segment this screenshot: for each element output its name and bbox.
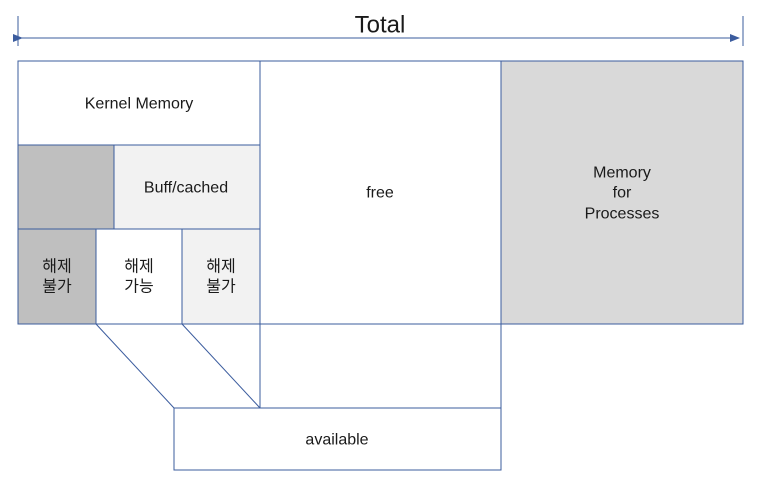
non-reclaimable-2-line2: 불가 — [206, 278, 236, 296]
buff-cached-box — [113, 144, 261, 230]
non-reclaimable-box-2 — [181, 228, 261, 325]
unreclaimable-cache-box — [17, 144, 115, 230]
memory-for-processes-line3: Processes — [585, 206, 660, 223]
buff-cached-label: Buff/cached — [144, 180, 228, 197]
memory-for-processes-line1: Memory — [593, 165, 651, 182]
memory-for-processes-box — [500, 60, 744, 325]
total-label: Total — [355, 12, 406, 39]
kernel-memory-label: Kernel Memory — [85, 96, 193, 113]
non-reclaimable-box-1 — [17, 228, 97, 325]
connector-reclaimable-right — [181, 323, 261, 409]
memory-for-processes-line2: for — [613, 185, 632, 202]
free-box — [259, 60, 502, 325]
reclaimable-line2: 가능 — [124, 278, 153, 296]
non-reclaimable-1-line1: 해제 — [42, 258, 71, 276]
non-reclaimable-2-line1: 해제 — [206, 258, 235, 276]
available-box — [173, 407, 502, 471]
free-label: free — [366, 185, 394, 202]
reclaimable-box — [95, 228, 183, 325]
kernel-memory-box — [17, 60, 261, 146]
connector-reclaimable-left — [95, 323, 175, 409]
available-label: available — [305, 432, 368, 449]
reclaimable-line1: 해제 — [124, 258, 153, 276]
non-reclaimable-1-line2: 불가 — [42, 278, 72, 296]
